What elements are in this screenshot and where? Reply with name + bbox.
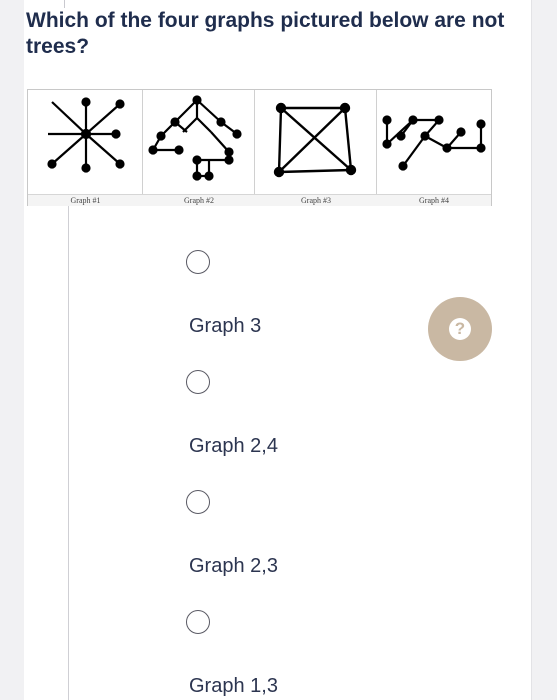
option-1-radio[interactable]	[186, 250, 210, 274]
left-gutter	[0, 0, 24, 700]
graph-1-caption: Graph #1	[70, 196, 101, 205]
graph-2-image	[143, 90, 255, 194]
graph-4-image	[377, 90, 491, 194]
question-text: Which of the four graphs pictured below …	[26, 9, 505, 58]
graph-4-caption: Graph #4	[419, 196, 449, 205]
option-2-radio[interactable]	[186, 370, 210, 394]
option-2-label[interactable]: Graph 2,4	[189, 435, 278, 457]
graph-figure: Graph #1 Graph #2 Graph #3 Graph #4	[27, 89, 492, 206]
graph-3-image	[255, 90, 377, 194]
option-3-label[interactable]: Graph 2,3	[189, 555, 278, 577]
graph-2-caption: Graph #2	[184, 196, 214, 205]
option-3-radio[interactable]	[186, 490, 210, 514]
options-divider	[68, 206, 69, 700]
right-scroll-gutter[interactable]	[531, 0, 557, 700]
option-4-label[interactable]: Graph 1,3	[189, 675, 278, 697]
question-icon: ?	[449, 318, 471, 340]
option-1-label[interactable]: Graph 3	[189, 315, 262, 337]
graph-1-image	[28, 90, 143, 194]
graph-3-caption: Graph #3	[301, 196, 331, 205]
help-button[interactable]: ?	[428, 297, 492, 361]
caption-strip: Graph #1 Graph #2 Graph #3 Graph #4	[28, 194, 491, 206]
option-4-radio[interactable]	[186, 610, 210, 634]
divider	[64, 0, 65, 8]
